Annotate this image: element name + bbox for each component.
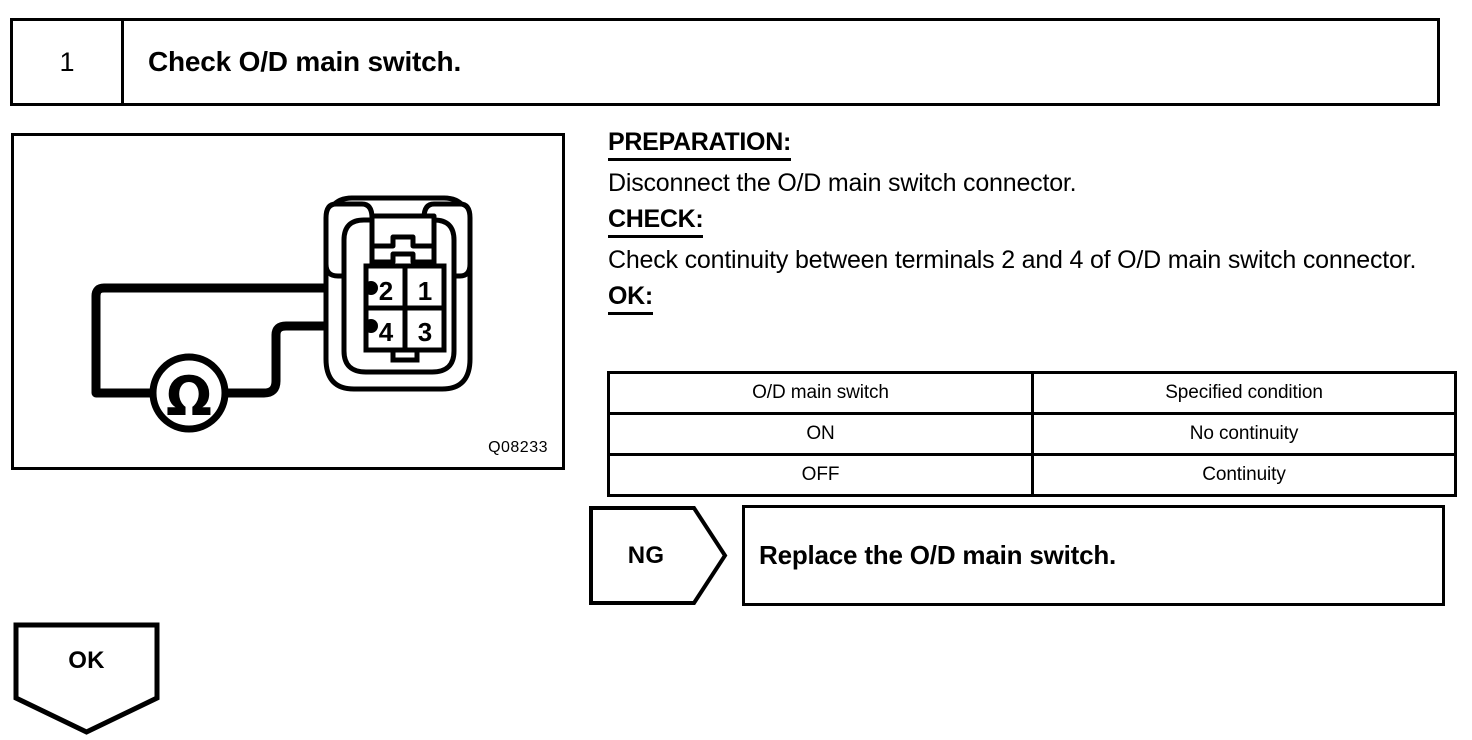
terminal-block: 2 1 4 3 bbox=[363, 263, 447, 363]
ng-action-text: Replace the O/D main switch. bbox=[759, 540, 1117, 570]
ok-arrow-shape bbox=[13, 622, 160, 735]
preparation-text: Disconnect the O/D main switch connector… bbox=[608, 169, 1077, 197]
ok-label: OK bbox=[68, 647, 105, 674]
illustration-panel: Ω 2 1 4 3 bbox=[11, 133, 565, 470]
ohm-symbol-glyph: Ω bbox=[166, 365, 212, 428]
ohmmeter-symbol: Ω bbox=[149, 353, 229, 433]
check-text: Check continuity between terminals 2 and… bbox=[608, 246, 1417, 274]
cell-condition-off: Continuity bbox=[1031, 453, 1457, 497]
step-header-bar: 1 Check O/D main switch. bbox=[10, 18, 1440, 106]
terminal-label-4: 4 bbox=[379, 317, 394, 347]
cell-switch-on: ON bbox=[607, 412, 1034, 456]
probe-dot-terminal-2 bbox=[364, 281, 378, 295]
step-title-cell: Check O/D main switch. bbox=[124, 21, 1437, 103]
ng-arrow-marker: NG bbox=[588, 505, 728, 606]
instruction-text-column: PREPARATION: Disconnect the O/D main swi… bbox=[608, 128, 1468, 317]
preparation-heading: PREPARATION: bbox=[608, 128, 791, 161]
ohmmeter-connector-diagram: Ω 2 1 4 3 bbox=[91, 195, 473, 433]
terminal-label-1: 1 bbox=[418, 276, 432, 306]
table-header-switch: O/D main switch bbox=[607, 371, 1034, 415]
ng-arrow-shape bbox=[589, 506, 728, 605]
ok-arrow-marker: OK bbox=[13, 622, 160, 735]
cell-switch-off: OFF bbox=[607, 453, 1034, 497]
probe-dot-terminal-4 bbox=[364, 319, 378, 333]
figure-code: Q08233 bbox=[488, 439, 548, 456]
cell-condition-on: No continuity bbox=[1031, 412, 1457, 456]
terminal-label-3: 3 bbox=[418, 317, 432, 347]
terminal-label-2: 2 bbox=[379, 276, 393, 306]
check-heading: CHECK: bbox=[608, 205, 704, 238]
table-row: OFF Continuity bbox=[607, 453, 1457, 497]
ng-label: NG bbox=[627, 541, 665, 569]
table-header-row: O/D main switch Specified condition bbox=[607, 371, 1457, 415]
ok-heading: OK: bbox=[608, 282, 653, 315]
test-lead-wires bbox=[91, 283, 369, 398]
table-header-condition: Specified condition bbox=[1031, 371, 1457, 415]
step-title: Check O/D main switch. bbox=[148, 46, 462, 77]
step-number: 1 bbox=[59, 46, 75, 77]
specified-condition-table: O/D main switch Specified condition ON N… bbox=[607, 371, 1457, 497]
ng-result-box: Replace the O/D main switch. bbox=[742, 505, 1445, 606]
step-number-cell: 1 bbox=[13, 21, 124, 103]
table-row: ON No continuity bbox=[607, 412, 1457, 456]
